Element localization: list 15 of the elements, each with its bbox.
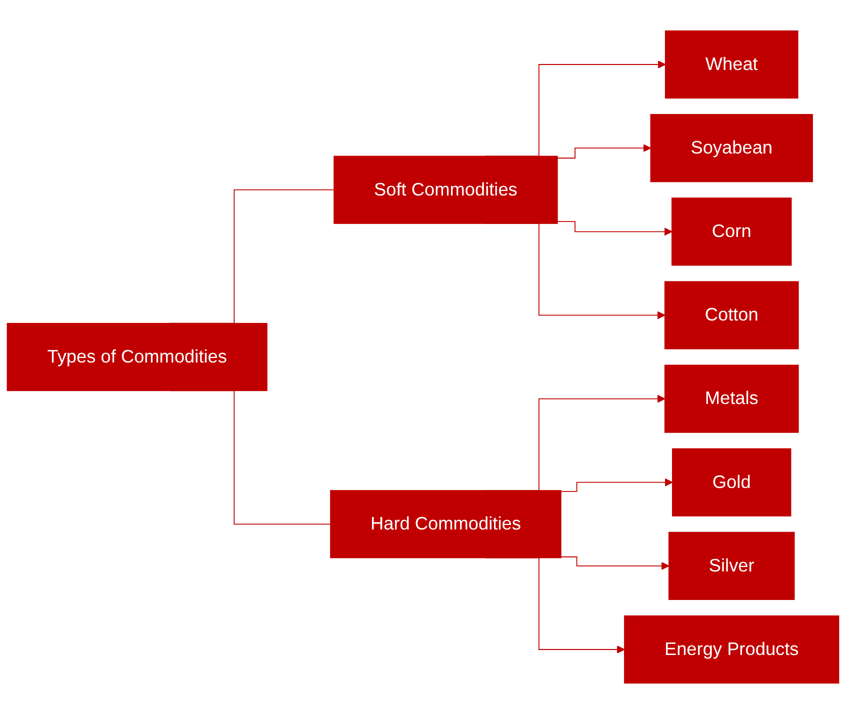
node-box: Types of Commodities (6, 322, 268, 392)
arrow (556, 144, 652, 159)
node-box: Soft Commodities (334, 156, 558, 224)
node-box: Corn (672, 198, 792, 266)
node-box: Energy Products (624, 615, 840, 684)
arrow (560, 478, 673, 492)
arrow (560, 556, 670, 570)
node-box: Soyabean (650, 114, 813, 182)
node-box: Gold (672, 448, 792, 516)
node-box: Hard Commodities (330, 490, 562, 558)
node-box: Silver (668, 532, 795, 600)
node-box: Cotton (664, 281, 799, 350)
node-box: Metals (664, 364, 799, 433)
node-box: Wheat (664, 30, 798, 99)
arrow (556, 221, 672, 236)
